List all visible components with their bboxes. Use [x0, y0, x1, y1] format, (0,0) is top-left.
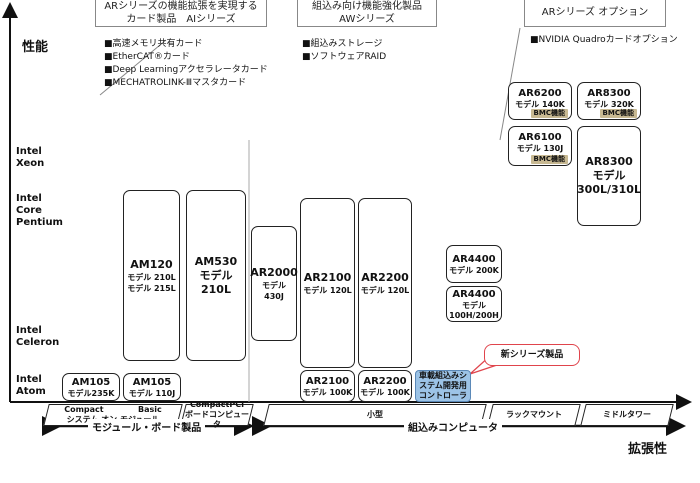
- product-ar2100-120l[interactable]: AR2100 モデル 120L: [300, 198, 355, 368]
- bmc-badge: BMC機能: [599, 109, 637, 118]
- tier-celeron: Intel Celeron: [16, 325, 60, 348]
- tier-atom: Intel Atom: [16, 374, 46, 397]
- product-am105-110j[interactable]: AM105 モデル 110J: [123, 373, 181, 401]
- product-ar6200[interactable]: AR6200 モデル 140K BMC機能: [508, 82, 572, 120]
- ai-bullet-1: ■高速メモリ共有カード: [104, 39, 203, 49]
- aw-bullet-1: ■組込みストレージ: [302, 39, 383, 49]
- ar-option-title: ARシリーズ オプション: [541, 7, 649, 18]
- product-embedded-controller[interactable]: 車載組込みシ ステム開発用 コントローラ: [415, 370, 471, 402]
- ai-bullet-3: ■Deep Learningアクセラレータカード: [104, 65, 268, 75]
- product-ar8300-320k[interactable]: AR8300 モデル 320K BMC機能: [577, 82, 641, 120]
- category-basic-label: Basic: [138, 405, 162, 414]
- product-ar6100[interactable]: AR6100 モデル 130J BMC機能: [508, 126, 572, 166]
- category-compact-label: Compact: [64, 405, 104, 414]
- product-ar2000[interactable]: AR2000 モデル 430J: [250, 226, 298, 341]
- ar-option-box: ARシリーズ オプション: [524, 0, 666, 27]
- product-am105-235k[interactable]: AM105 モデル235K: [62, 373, 120, 401]
- product-ar4400-100h[interactable]: AR4400 モデル 100H/200H: [446, 286, 502, 322]
- product-ar2100-100k[interactable]: AR2100 モデル 100K: [300, 370, 355, 402]
- bmc-badge: BMC機能: [530, 155, 568, 164]
- ai-series-box: ARシリーズの機能拡張を実現する カード製品 AIシリーズ: [95, 0, 267, 27]
- product-ar2200-120l[interactable]: AR2200 モデル 120L: [358, 198, 412, 368]
- aw-series-box: 組込み向け機能強化製品 AWシリーズ: [297, 0, 437, 27]
- product-ar8300-300l[interactable]: AR8300 モデル 300L/310L: [577, 126, 641, 226]
- tier-core-pentium: Intel Core Pentium: [16, 193, 63, 228]
- group-embedded-pc: 組込みコンピュータ: [404, 419, 502, 434]
- x-axis-label: 拡張性: [628, 442, 668, 457]
- group-module-board: モジュール・ボード製品: [88, 419, 206, 434]
- option-bullet-1: ■NVIDIA Quadroカードオプション: [530, 35, 678, 45]
- ai-series-title-2: カード製品 AIシリーズ: [126, 14, 236, 25]
- product-ar4400-200k[interactable]: AR4400 モデル 200K: [446, 245, 502, 283]
- product-am530[interactable]: AM530 モデル 210L: [186, 190, 246, 361]
- product-am120[interactable]: AM120 モデル 210L モデル 215L: [123, 190, 180, 361]
- bmc-badge: BMC機能: [530, 109, 568, 118]
- ai-bullet-2: ■EtherCAT®カード: [104, 52, 190, 62]
- ai-series-title-1: ARシリーズの機能拡張を実現する: [104, 1, 258, 12]
- aw-series-title-1: 組込み向け機能強化製品: [312, 1, 422, 12]
- product-ar2200-100k[interactable]: AR2200 モデル 100K: [358, 370, 412, 402]
- aw-series-title-2: AWシリーズ: [339, 14, 395, 25]
- callout-new-series: 新シリーズ製品: [484, 344, 580, 366]
- aw-bullet-2: ■ソフトウェアRAID: [302, 52, 387, 62]
- tier-xeon: Intel Xeon: [16, 146, 45, 169]
- category-midtower: ミドルタワー: [580, 404, 674, 426]
- y-axis-label: 性能: [22, 40, 49, 55]
- ai-bullet-4: ■MECHATROLINK-Ⅲマスタカード: [104, 78, 247, 88]
